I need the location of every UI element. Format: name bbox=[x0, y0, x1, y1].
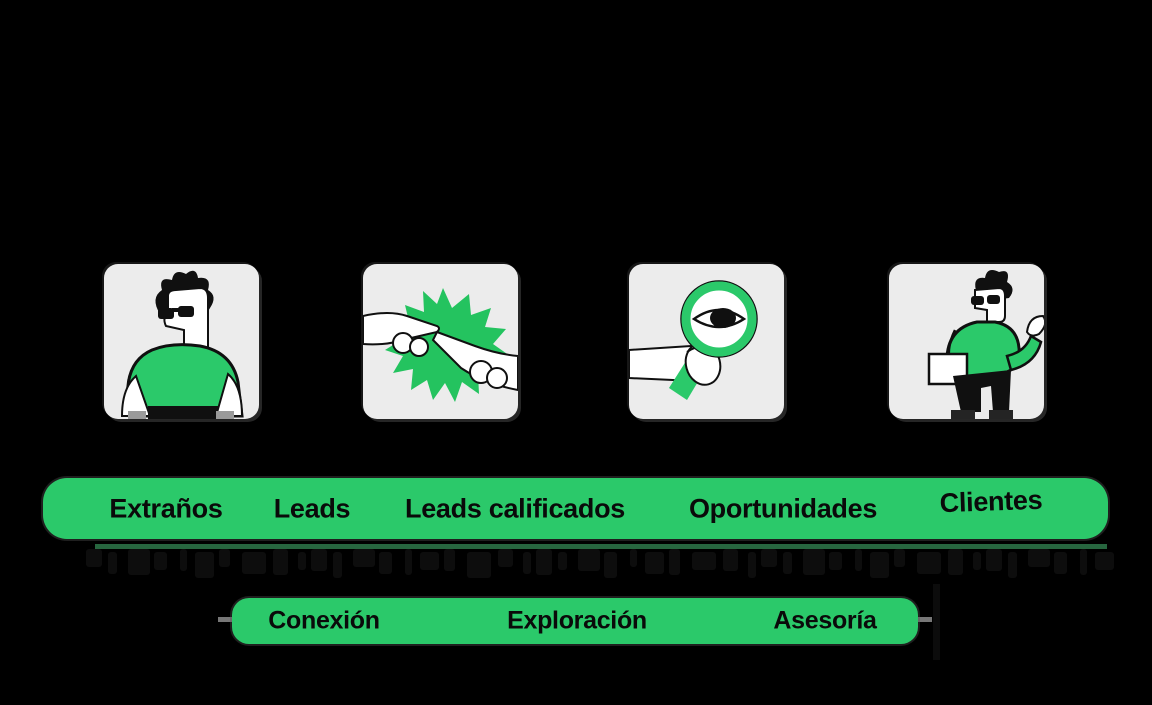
dark-mark bbox=[379, 552, 392, 574]
dark-mark bbox=[748, 552, 756, 578]
dark-mark bbox=[870, 552, 889, 578]
dark-mark bbox=[1080, 549, 1087, 575]
dark-mark bbox=[86, 549, 102, 567]
process-label-advisory: Asesoría bbox=[773, 606, 877, 635]
dark-mark bbox=[894, 549, 905, 567]
dark-mark bbox=[1095, 552, 1114, 570]
dark-mark bbox=[669, 549, 680, 575]
dark-mark bbox=[128, 549, 150, 575]
dark-mark bbox=[1054, 552, 1067, 574]
process-line-left-dash bbox=[218, 617, 234, 622]
illegible-dark-marks-row bbox=[86, 549, 1142, 578]
dark-mark bbox=[333, 552, 342, 578]
dark-mark bbox=[444, 549, 455, 571]
card-qualified-leads bbox=[629, 264, 784, 419]
eye-magnifier-icon bbox=[629, 280, 758, 400]
dark-mark bbox=[498, 549, 513, 567]
dark-mark bbox=[973, 552, 981, 570]
card-customers bbox=[889, 264, 1044, 419]
dark-vertical-stripe bbox=[933, 584, 940, 660]
stage-bar-shadow bbox=[95, 544, 1107, 549]
dark-mark bbox=[917, 552, 941, 574]
card-leads bbox=[363, 264, 518, 419]
card-strangers bbox=[104, 264, 259, 419]
dark-mark bbox=[986, 549, 1002, 571]
dark-mark bbox=[604, 552, 617, 578]
dark-mark bbox=[353, 549, 375, 567]
dark-mark bbox=[1028, 549, 1050, 567]
dark-mark bbox=[195, 552, 214, 578]
dark-mark bbox=[645, 552, 664, 574]
stage-label-customers: Clientes bbox=[939, 484, 1043, 518]
process-bar: Conexión Exploración Asesoría bbox=[232, 598, 918, 644]
hands-starburst-icon bbox=[363, 288, 518, 402]
dark-mark bbox=[630, 549, 637, 567]
dark-mark bbox=[855, 549, 862, 571]
dark-mark bbox=[311, 549, 327, 571]
dark-mark bbox=[723, 549, 738, 571]
dark-mark bbox=[829, 552, 842, 570]
stranger-person-icon bbox=[120, 270, 244, 419]
process-label-connection: Conexión bbox=[268, 606, 380, 635]
stage-label-strangers: Extraños bbox=[109, 493, 223, 523]
dark-mark bbox=[242, 552, 266, 574]
stage-label-qualified-leads: Leads calificados bbox=[405, 493, 625, 523]
dark-mark bbox=[298, 552, 306, 570]
dark-mark bbox=[219, 549, 230, 567]
dark-mark bbox=[692, 552, 716, 570]
dark-mark bbox=[523, 552, 531, 574]
dark-mark bbox=[761, 549, 777, 567]
advisor-person-icon bbox=[927, 270, 1044, 419]
dark-mark bbox=[803, 549, 825, 575]
dark-mark bbox=[536, 549, 552, 575]
stage-bar: Extraños Leads Leads calificados Oportun… bbox=[43, 478, 1108, 539]
dark-mark bbox=[948, 549, 963, 575]
process-line-right-dash bbox=[916, 617, 932, 622]
dark-mark bbox=[1008, 552, 1017, 578]
dark-mark bbox=[578, 549, 600, 571]
dark-mark bbox=[108, 552, 117, 574]
stage-label-opportunities: Oportunidades bbox=[688, 493, 878, 523]
dark-mark bbox=[467, 552, 491, 578]
dark-mark bbox=[558, 552, 567, 570]
dark-mark bbox=[405, 549, 412, 575]
dark-mark bbox=[154, 552, 167, 570]
dark-mark bbox=[180, 549, 187, 571]
dark-mark bbox=[783, 552, 792, 574]
stage-label-leads: Leads bbox=[273, 493, 351, 523]
dark-mark bbox=[273, 549, 288, 575]
dark-mark bbox=[420, 552, 439, 570]
process-label-exploration: Exploración bbox=[507, 606, 647, 635]
